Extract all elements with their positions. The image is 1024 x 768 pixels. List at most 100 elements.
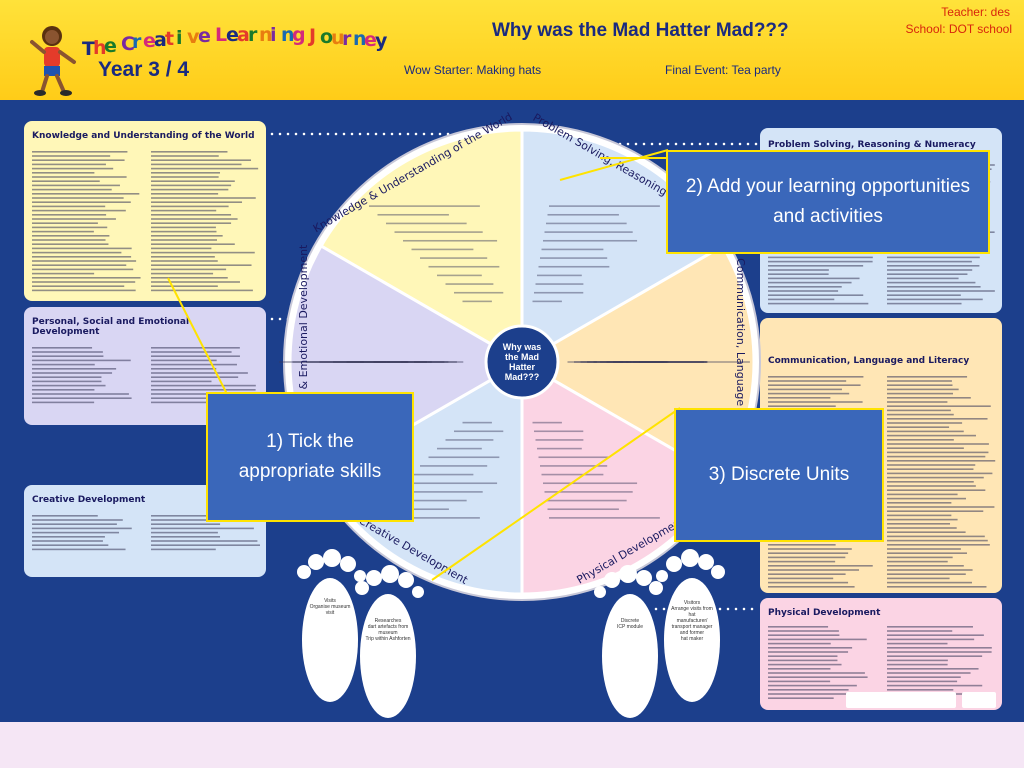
year-group: Year 3 / 4: [98, 58, 190, 81]
sector-text-line: [319, 361, 408, 363]
teacher-name: Teacher: des: [941, 5, 1010, 19]
child-figure-icon: [30, 26, 76, 96]
logo-letter: r: [248, 23, 258, 46]
school-name: School: DOT school: [905, 22, 1013, 36]
sector-text-line: [540, 465, 608, 467]
sector-text-line: [546, 499, 627, 502]
logo-letter: a: [237, 23, 250, 46]
sector-text-line: [580, 361, 629, 363]
sector-text-line: [632, 361, 704, 363]
award-logo: [962, 692, 996, 708]
footprint-text-line: dart artefacts from: [367, 624, 409, 630]
sector-text-line: [541, 473, 604, 476]
logo-letter: a: [154, 28, 167, 51]
footprint-text-line: museum: [378, 630, 398, 636]
sector-text-line: [394, 231, 483, 233]
sector-text-line: [420, 465, 488, 467]
footprint-text-line: and former: [679, 630, 705, 636]
footprint-text-line: Visitors: [683, 600, 701, 606]
logo-letter: e: [364, 29, 377, 52]
wheel-center: [484, 324, 560, 400]
footprint-text-line: transport manager: [671, 624, 713, 630]
sector-text-line: [544, 231, 633, 233]
logo-letter: h: [93, 36, 107, 59]
sector-text-line: [613, 361, 708, 363]
sector-text-line: [292, 361, 364, 363]
sector-text-line: [606, 361, 669, 363]
sector-text-line: [538, 456, 610, 459]
sector-text-line: [547, 508, 619, 511]
sector-text-line: [538, 265, 610, 268]
footprint-text-line: Discrete: [620, 618, 640, 624]
footprint-text-line: Visits: [324, 598, 336, 604]
panel-text-lines: [32, 151, 259, 292]
sector-text-line: [541, 248, 604, 251]
sector-text-line: [546, 222, 627, 225]
footprint-text-line: Arrange visits from: [671, 606, 713, 612]
wheel-center-text: Why was: [503, 342, 542, 352]
topic-question: Why was the Mad Hatter Mad???: [492, 20, 789, 41]
sector-text-line: [574, 361, 624, 363]
sector-text-line: [411, 248, 474, 251]
callout-connectors: [167, 149, 681, 581]
footprint-text-line: Organise museum: [309, 604, 351, 610]
sector-text-line: [537, 447, 582, 450]
sector-text-line: [386, 222, 467, 225]
sector-text-line: [333, 361, 428, 363]
sector-text-line: [534, 430, 584, 433]
logo-letter: L: [215, 24, 228, 47]
logo-letter: n: [281, 24, 295, 47]
sector-text-line: [619, 361, 708, 363]
callout-discrete-units: 3) Discrete Units: [674, 408, 884, 542]
sector-text-line: [567, 361, 597, 363]
sector-text-line: [543, 239, 638, 242]
logo-letter: g: [292, 24, 306, 47]
sector-text-line: [414, 361, 464, 363]
sector-text-line: [537, 274, 582, 277]
callout-tick-skills: 1) Tick the appropriate skills: [206, 392, 414, 522]
footprint-text-line: Trip within Ashforten: [365, 636, 411, 642]
logo-letter: i: [176, 26, 183, 49]
logo-letter: e: [143, 30, 156, 53]
wow-starter: Wow Starter: Making hats: [404, 63, 542, 77]
wheel-center-text: Mad???: [505, 372, 540, 382]
panel-kuw: Knowledge and Understanding of the World: [24, 121, 266, 301]
sector-text-line: [306, 361, 387, 363]
sector-text-line: [373, 361, 445, 363]
sector-text-line: [428, 456, 500, 459]
sector-text-line: [454, 291, 504, 294]
dotted-connector: [268, 131, 508, 137]
sector-text-line: [544, 491, 633, 493]
sector-text-line: [547, 213, 619, 216]
sector-text-line: [411, 473, 474, 476]
logo-letter: o: [320, 26, 334, 49]
sector-text-line: [532, 300, 562, 303]
sector-text-line: [360, 361, 428, 363]
sector-text-line: [462, 421, 492, 424]
sector-text-line: [532, 421, 562, 424]
sector-text-line: [454, 430, 504, 433]
sector-text-line: [639, 361, 750, 363]
sector-text-line: [535, 439, 584, 441]
logo-letter: e: [104, 35, 117, 58]
sector-text-line: [428, 265, 500, 268]
dotted-connector: [268, 316, 298, 322]
footprint-text-line: Researches: [374, 618, 402, 624]
sector-text-line: [549, 517, 660, 519]
footprint-text-line: hat maker: [680, 636, 704, 642]
logo-letter: e: [226, 24, 239, 46]
sector-text-line: [369, 517, 480, 519]
panel-physical: Physical Development: [760, 598, 1002, 710]
sector-text-line: [437, 274, 482, 277]
logo-letter: e: [198, 25, 211, 48]
wheel-center-text: the Mad: [505, 352, 539, 362]
sector-text-line: [420, 257, 488, 259]
sector-text-line: [540, 257, 608, 259]
sector-text-line: [626, 361, 707, 363]
